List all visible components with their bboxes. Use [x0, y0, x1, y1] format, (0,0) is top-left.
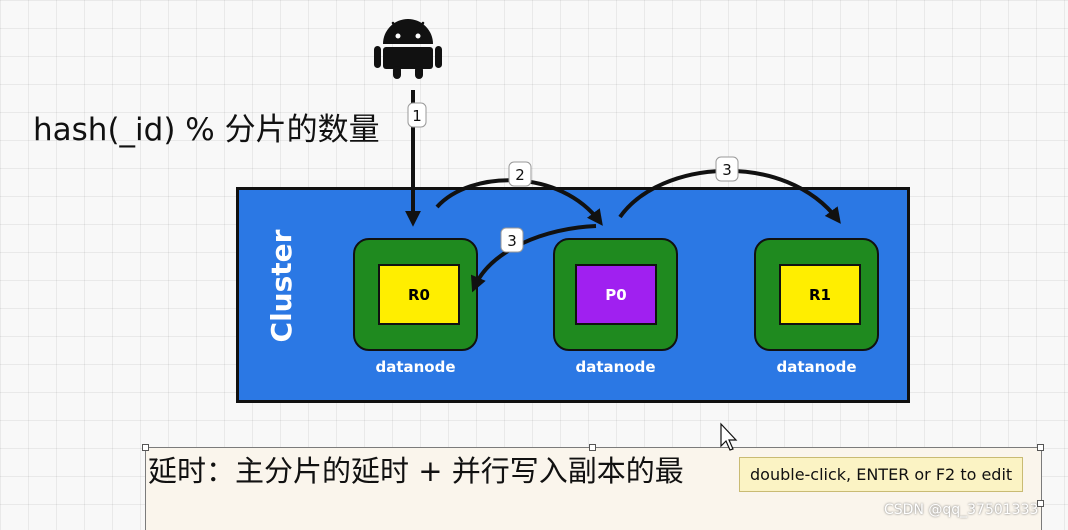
shard-p0-label: P0 [605, 285, 627, 304]
datanode-1-caption: datanode [375, 358, 456, 376]
step-badge-1: 1 [407, 102, 427, 128]
shard-r0[interactable]: R0 [378, 264, 460, 325]
step-badge-3-right: 3 [715, 156, 739, 182]
svg-text:2: 2 [515, 166, 525, 184]
resize-handle-top-right[interactable] [1037, 444, 1044, 451]
datanode-3-caption: datanode [776, 358, 857, 376]
formula-text: hash(_id) % 分片的数量 [33, 112, 380, 148]
latency-text[interactable]: 延时：主分片的延时 + 并行写入副本的最 [148, 454, 684, 488]
shard-r1-label: R1 [809, 285, 831, 304]
resize-handle-top-left[interactable] [142, 444, 149, 451]
watermark: CSDN @qq_37501333 [884, 502, 1039, 518]
datanode-2-caption: datanode [575, 358, 656, 376]
step-badge-2: 2 [508, 161, 532, 187]
cluster-label: Cluster [265, 229, 298, 343]
shard-r1[interactable]: R1 [779, 264, 861, 325]
shard-r0-label: R0 [408, 285, 430, 304]
resize-handle-right-middle[interactable] [1037, 500, 1044, 507]
shard-p0[interactable]: P0 [575, 264, 657, 325]
android-icon[interactable] [374, 19, 442, 79]
edit-tooltip: double-click, ENTER or F2 to edit [739, 457, 1024, 492]
resize-handle-top-middle[interactable] [589, 444, 596, 451]
svg-text:3: 3 [722, 161, 732, 179]
svg-text:1: 1 [412, 107, 422, 125]
